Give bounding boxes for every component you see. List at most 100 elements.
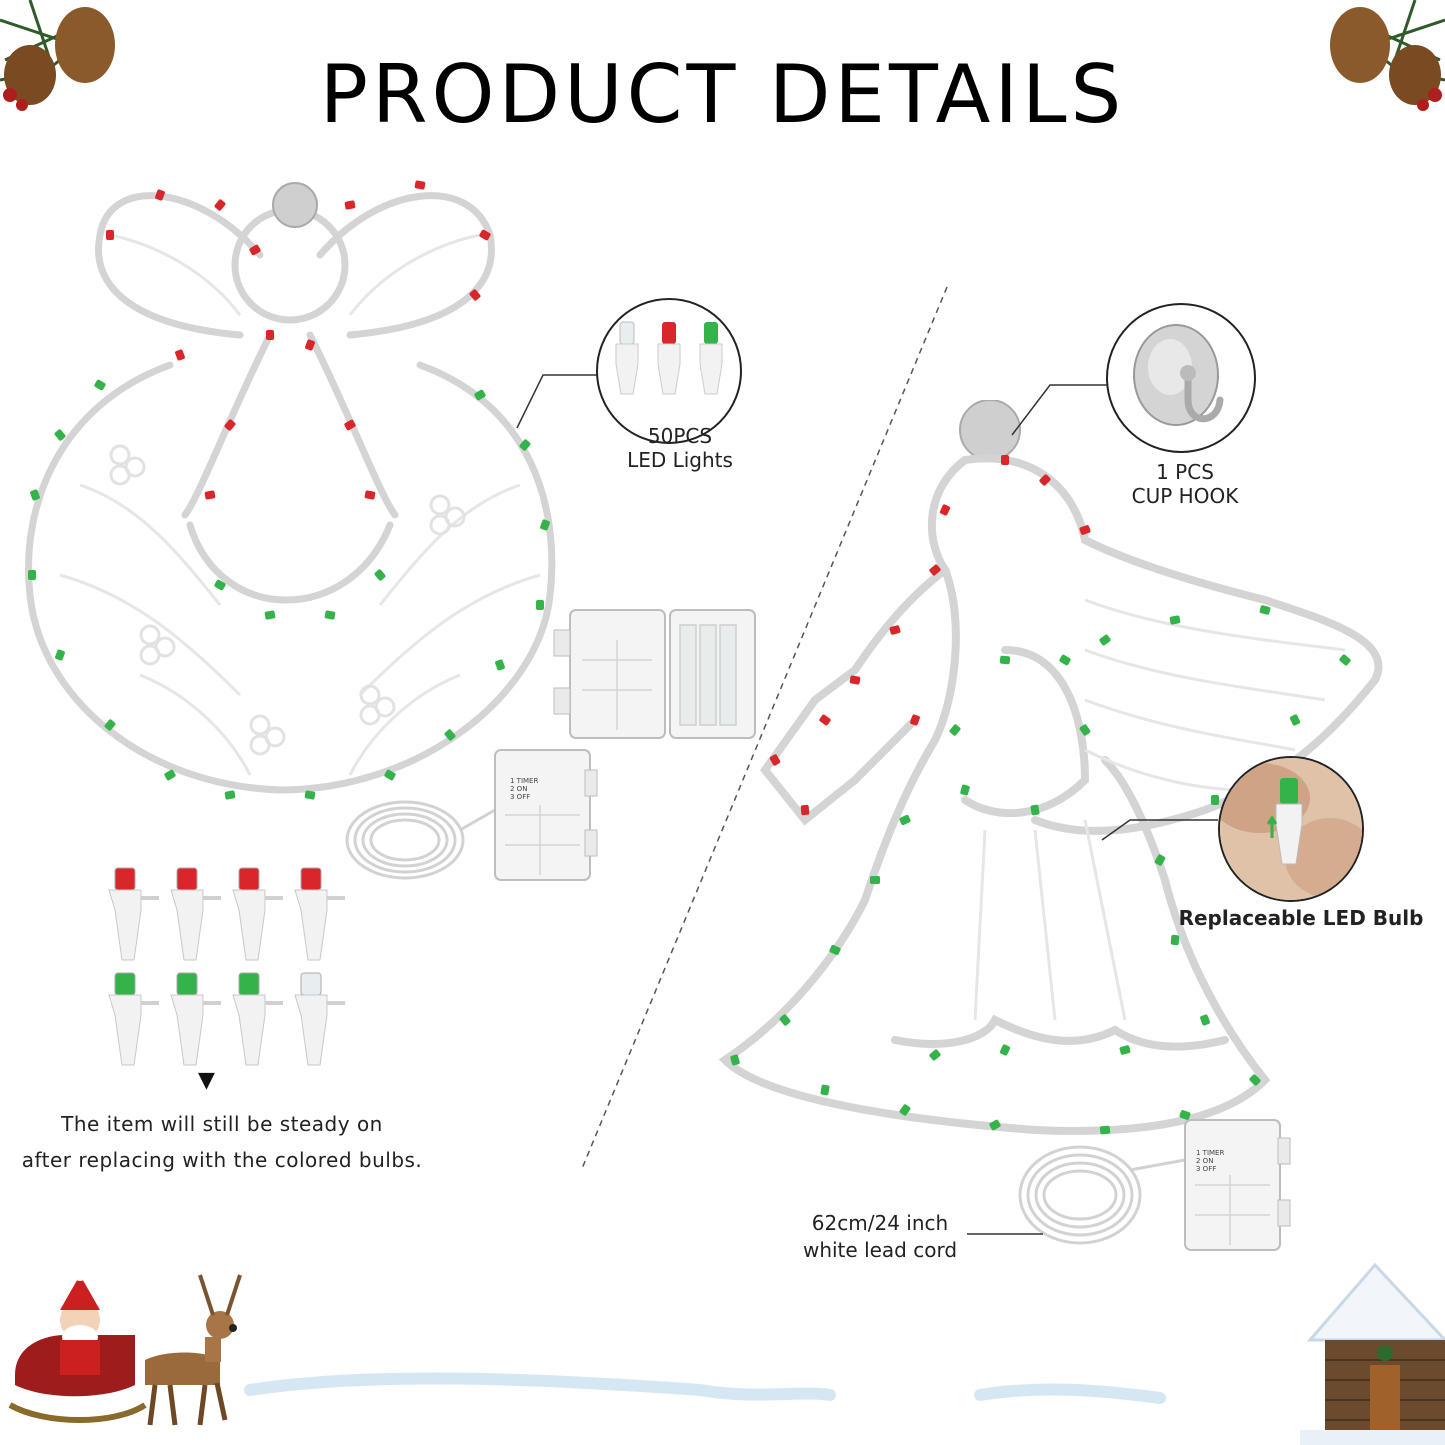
- angel-side-light: [718, 400, 1383, 1135]
- led-bulb: [929, 564, 941, 576]
- replacement-bulb-base: [294, 889, 328, 961]
- replacement-bulb: [300, 972, 322, 996]
- led-bulb: [1079, 724, 1091, 736]
- led-bulb: [224, 419, 236, 431]
- cup-hook-icon: [1133, 324, 1224, 426]
- pine-cone-icon: [0, 0, 115, 111]
- led-bulb: [344, 200, 356, 210]
- led-bulb: [495, 659, 505, 671]
- led-bulb: [304, 790, 316, 800]
- led-bulb: [929, 1049, 941, 1061]
- bulb-replace-inset: [1218, 756, 1364, 902]
- battery-mode-off-2: 3 OFF: [1196, 1165, 1217, 1173]
- led-bulb: [305, 339, 315, 351]
- led-bulb: [214, 199, 226, 211]
- led-bulb: [1200, 1014, 1210, 1026]
- led-bulb: [1099, 634, 1111, 646]
- callout-line-cord: [967, 1233, 1043, 1235]
- led-bulb: [164, 769, 176, 781]
- replacement-bulb: [176, 867, 198, 891]
- led-bulb: [899, 1104, 911, 1116]
- replacement-bulb-base: [108, 889, 142, 961]
- led-bulb: [344, 419, 356, 431]
- led-bulb: [30, 489, 40, 501]
- led-bulb: [266, 330, 274, 340]
- led-bulb: [540, 519, 550, 531]
- led-bulb: [414, 180, 426, 190]
- note-line-1: The item will still be steady on: [61, 1112, 383, 1136]
- led-bulb: [155, 189, 165, 201]
- leds-count-label: 50PCS: [647, 424, 713, 448]
- led-bulb: [899, 814, 911, 826]
- led-bulb: [1249, 1074, 1261, 1086]
- led-bulb: [1289, 714, 1301, 726]
- led-bulb: [374, 569, 386, 581]
- led-bulb: [384, 769, 396, 781]
- led-bulb: [769, 754, 781, 766]
- led-bulb: [820, 1084, 830, 1096]
- battery-mode-timer: 1 TIMER: [510, 777, 539, 785]
- led-bulb: [54, 429, 66, 441]
- battery-mode-off: 3 OFF: [510, 793, 531, 801]
- led-bulb: [175, 349, 185, 361]
- led-bulb: [324, 610, 336, 620]
- led-bulb: [849, 675, 861, 685]
- led-bulb: [28, 570, 36, 580]
- led-bulb: [1059, 654, 1071, 666]
- replacement-bulb-base: [232, 889, 266, 961]
- led-bulbs-inset: [596, 298, 742, 444]
- note-marker: ▼: [198, 1068, 215, 1093]
- led-bulb: [1001, 455, 1009, 465]
- led-bulb: [870, 876, 880, 884]
- led-bulb: [730, 1054, 740, 1066]
- replacement-bulb: [300, 867, 322, 891]
- led-bulb: [889, 625, 901, 635]
- led-bulb: [214, 579, 226, 591]
- replacement-bulb-base: [108, 994, 142, 1066]
- pine-cone-icon: [1330, 0, 1445, 111]
- replacement-bulb-base: [170, 889, 204, 961]
- cord-length-label: 62cm/24 inch: [811, 1211, 949, 1235]
- led-bulb: [104, 719, 116, 731]
- led-bulb: [1154, 854, 1166, 866]
- callout-line-bulb: [1101, 819, 1218, 841]
- led-bulb: [1099, 1125, 1111, 1135]
- led-bulb: [1039, 474, 1051, 486]
- santa-sleigh-icon: [8, 1269, 242, 1426]
- replaceable-bulb-label: Replaceable LED Bulb: [1178, 906, 1424, 930]
- replacement-bulb: [114, 867, 136, 891]
- led-bulb: [999, 1044, 1011, 1056]
- led-bulb: [106, 230, 114, 240]
- led-bulb: [1179, 1110, 1191, 1120]
- led-bulb: [364, 490, 376, 500]
- led-bulb: [55, 649, 65, 661]
- callout-line-leds: [516, 374, 603, 429]
- battery-mode-timer-2: 1 TIMER: [1196, 1149, 1225, 1157]
- replacement-bulb-base: [294, 994, 328, 1066]
- battery-box-closed: [345, 749, 598, 881]
- led-bulb: [264, 610, 276, 620]
- led-bulb: [939, 504, 951, 516]
- led-bulb: [829, 944, 841, 956]
- led-bulb: [1339, 654, 1351, 666]
- replacement-bulb: [238, 867, 260, 891]
- led-bulb: [536, 600, 544, 610]
- hook-count-label: 1 PCS: [1156, 460, 1214, 484]
- led-bulb: [779, 1014, 791, 1026]
- battery-box-open: [553, 609, 756, 739]
- cord-type-label: white lead cord: [802, 1238, 958, 1262]
- led-bulb: [94, 379, 106, 391]
- led-bulb: [249, 244, 261, 256]
- led-bulb: [469, 289, 481, 301]
- note-line-2: after replacing with the colored bulbs.: [21, 1148, 423, 1172]
- replacement-bulb: [238, 972, 260, 996]
- led-bulb: [224, 790, 236, 800]
- replacement-bulb: [176, 972, 198, 996]
- callout-line-hook: [1011, 384, 1118, 436]
- snow-ground: [244, 1372, 1166, 1404]
- led-bulb: [519, 439, 531, 451]
- led-bulb: [910, 714, 920, 726]
- replacement-bulb-base: [232, 994, 266, 1066]
- led-bulb: [949, 724, 961, 736]
- leds-type-label: LED Lights: [627, 448, 733, 472]
